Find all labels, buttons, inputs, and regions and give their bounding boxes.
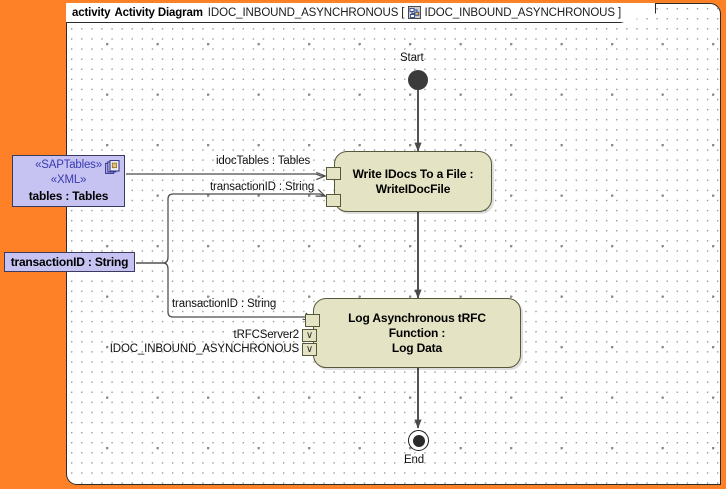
frame-bracket-close: ] — [617, 6, 622, 19]
activity-diagram-frame[interactable]: idocTables : Tables transactionID : Stri… — [66, 3, 721, 485]
sap-tables-title: tables : Tables — [28, 189, 109, 203]
initial-node[interactable] — [408, 70, 428, 90]
end-node-label: End — [404, 454, 425, 466]
frame-type-label: Activity Diagram — [114, 6, 203, 19]
pin-trfcserver2[interactable]: ∨ — [302, 329, 317, 342]
edge-label-idoctables: idocTables : Tables — [216, 155, 311, 167]
pin-label-trfcserver2: tRFCServer2 — [233, 329, 300, 341]
edge-label-transactionid-bottom: transactionID : String — [172, 298, 277, 310]
stacked-documents-icon — [105, 159, 120, 174]
pin-transactionid-write[interactable] — [326, 194, 341, 207]
final-node[interactable] — [408, 430, 429, 451]
activity-write-line1: Write IDocs To a File : — [352, 166, 474, 181]
sap-tables-stereotype-2: «XML» — [50, 174, 87, 186]
sap-tables-stereotype-1: «SAPTables» — [35, 159, 102, 171]
pin-idoctables[interactable] — [326, 167, 341, 180]
frame-context-name: IDOC_INBOUND_ASYNCHRONOUS — [424, 6, 615, 19]
activity-log-asynchronous-trfc-function[interactable]: Log Asynchronous tRFC Function : Log Dat… — [313, 298, 521, 368]
canvas-grid — [67, 4, 720, 484]
frame-bracket-open: [ — [401, 6, 405, 19]
object-node-transaction-id[interactable]: transactionID : String — [4, 252, 135, 272]
activity-diagram-icon — [408, 6, 422, 19]
activity-write-idocs-to-a-file[interactable]: Write IDocs To a File : WriteIDocFile — [334, 151, 492, 212]
start-node-label: Start — [400, 52, 424, 64]
edge-saptables-to-write — [126, 174, 325, 176]
activity-log-line1: Log Asynchronous tRFC Function : — [348, 310, 486, 340]
activity-write-line2: WriteIDocFile — [375, 181, 451, 196]
edge-label-transactionid-top: transactionID : String — [210, 181, 315, 193]
final-node-core — [412, 434, 425, 447]
edge-transactionid-to-write — [136, 194, 325, 264]
object-node-sap-tables[interactable]: «SAPTables» «XML» tables : Tables — [12, 155, 125, 207]
edge-transactionid-to-log — [136, 262, 312, 320]
frame-diagram-name: IDOC_INBOUND_ASYNCHRONOUS — [207, 6, 399, 19]
frame-header-tab[interactable]: activity Activity Diagram IDOC_INBOUND_A… — [66, 3, 656, 23]
edge-layer — [67, 4, 720, 484]
frame-kind-label: activity — [72, 6, 111, 19]
pin-transactionid-log[interactable] — [305, 314, 320, 327]
pin-idoc-inbound-asynchronous[interactable]: ∨ — [302, 343, 317, 356]
activity-log-line2: Log Data — [391, 340, 443, 355]
pin-label-idoc-inbound-asynchronous: IDOC_INBOUND_ASYNCHRONOUS — [109, 343, 299, 355]
transaction-id-title: transactionID : String — [10, 255, 129, 269]
